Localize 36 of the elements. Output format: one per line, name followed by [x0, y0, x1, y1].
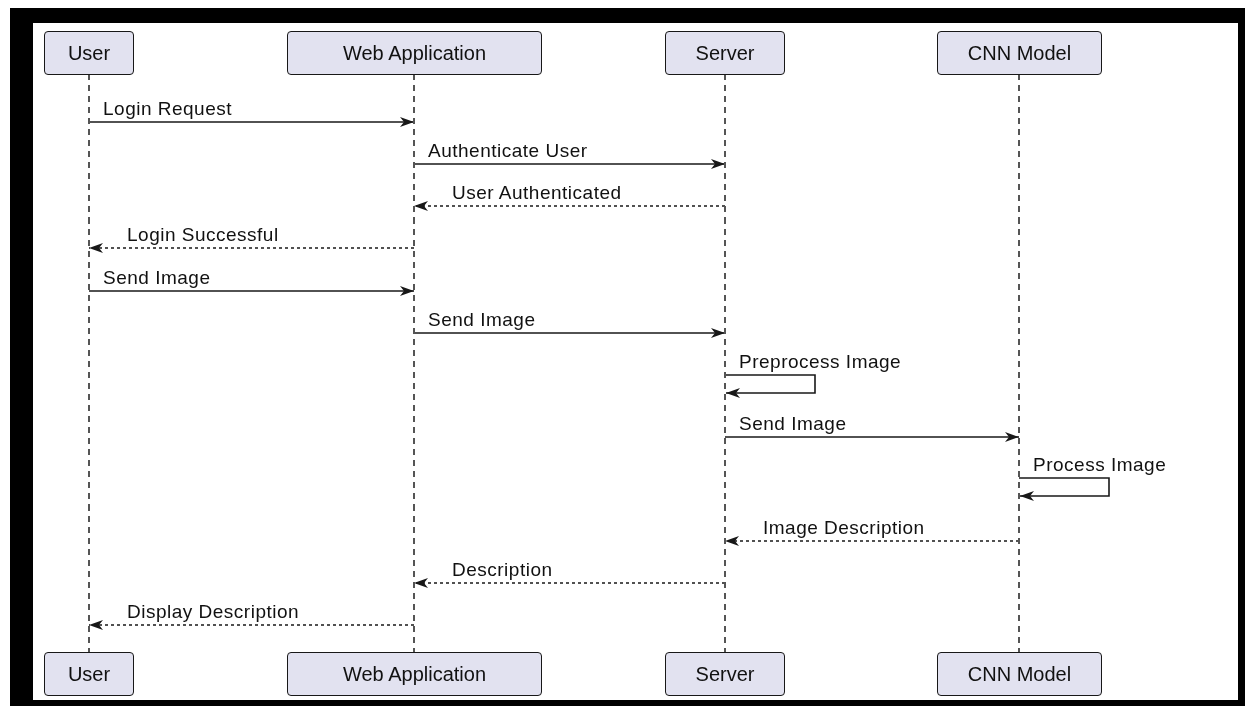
message-arrow [413, 328, 726, 338]
lifeline [413, 75, 415, 652]
message-arrow [88, 620, 415, 630]
message-arrow [413, 159, 726, 169]
message-arrow [88, 286, 415, 296]
message-label: Preprocess Image [739, 351, 902, 373]
message-label: Image Description [763, 517, 925, 539]
message-label: User Authenticated [452, 182, 622, 204]
participant-box: Web Application [287, 652, 542, 696]
participant-box: Server [665, 652, 785, 696]
message-arrow [724, 536, 1020, 546]
lifeline [724, 75, 726, 652]
message-label: Authenticate User [428, 140, 588, 162]
lifeline [1018, 75, 1020, 652]
message-label: Send Image [739, 413, 847, 435]
message-arrow [724, 432, 1020, 442]
participant-box: Server [665, 31, 785, 75]
message-label: Send Image [428, 309, 536, 331]
message-label: Display Description [127, 601, 300, 623]
message-arrow [88, 117, 415, 127]
participant-box: CNN Model [937, 31, 1102, 75]
participant-box: CNN Model [937, 652, 1102, 696]
participant-box: User [44, 652, 134, 696]
message-label: Login Successful [127, 224, 279, 246]
participant-box: Web Application [287, 31, 542, 75]
lifeline [88, 75, 90, 652]
message-arrow [413, 201, 726, 211]
message-arrow [413, 578, 726, 588]
message-arrow [88, 243, 415, 253]
message-label: Description [452, 559, 553, 581]
self-message-arrow [724, 374, 816, 398]
message-label: Send Image [103, 267, 211, 289]
participant-box: User [44, 31, 134, 75]
message-label: Login Request [103, 98, 233, 120]
message-label: Process Image [1033, 454, 1167, 476]
self-message-arrow [1018, 477, 1110, 501]
